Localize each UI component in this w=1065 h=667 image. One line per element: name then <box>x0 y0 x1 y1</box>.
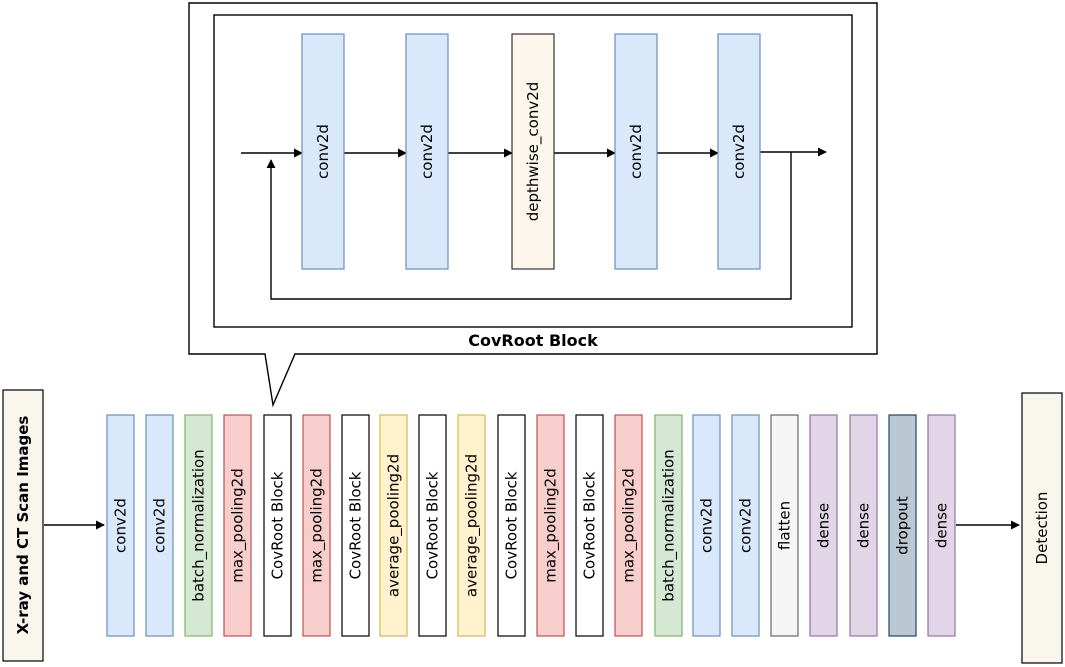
layer-covroot-block-7: CovRoot Block <box>341 414 370 637</box>
covroot-inner-conv2d-5: conv2d <box>717 33 761 270</box>
layer-block-box <box>614 414 643 637</box>
covroot-inner-block-label: depthwise_conv2d <box>524 82 543 222</box>
layer-block-label: dense <box>933 503 951 548</box>
layer-batch-normalization-15: batch_normalization <box>654 414 683 637</box>
covroot-inner-depthwise-conv2d-3: depthwise_conv2d <box>511 33 555 270</box>
covroot-inner-conv2d-1: conv2d <box>301 33 345 270</box>
covroot-skip-connection <box>266 152 792 300</box>
covroot-inner-block-label: conv2d <box>627 124 645 179</box>
layer-block-box <box>184 414 213 637</box>
layer-block-label: max_pooling2d <box>620 468 639 583</box>
layer-block-label: dropout <box>894 496 912 555</box>
layer-block-label: dense <box>855 503 873 548</box>
layer-block-box <box>809 414 838 637</box>
layer-block-label: CovRoot Block <box>347 471 365 579</box>
layer-block-box <box>106 414 135 637</box>
layer-dense-19: dense <box>809 414 838 637</box>
layer-block-box <box>379 414 408 637</box>
input-images-box <box>2 389 44 662</box>
detection-box <box>1021 392 1063 664</box>
layer-conv2d-1: conv2d <box>106 414 135 637</box>
layer-block-box <box>654 414 683 637</box>
covroot-inner-block-label: conv2d <box>730 124 748 179</box>
layer-covroot-block-5: CovRoot Block <box>263 414 292 637</box>
layer-block-box <box>497 414 526 637</box>
covroot-inner-block-box <box>301 33 345 270</box>
layer-average-pooling2d-8: average_pooling2d <box>379 414 408 637</box>
layer-block-label: dense <box>815 503 833 548</box>
layer-block-box <box>457 414 486 637</box>
layer-block-label: average_pooling2d <box>385 454 404 597</box>
covroot-inner-conv2d-4: conv2d <box>614 33 658 270</box>
layer-flatten-18: flatten <box>770 414 799 637</box>
layer-block-label: conv2d <box>737 498 755 553</box>
input-images-label: X-ray and CT Scan Images <box>14 416 32 635</box>
covroot-inner-conv2d-2: conv2d <box>405 33 449 270</box>
layer-block-box <box>888 414 917 637</box>
layer-block-box <box>575 414 604 637</box>
layer-covroot-block-9: CovRoot Block <box>418 414 447 637</box>
layer-block-box <box>731 414 760 637</box>
covroot-inner-block-box <box>511 33 555 270</box>
covroot-inner-block-label: conv2d <box>418 124 436 179</box>
layer-max-pooling2d-6: max_pooling2d <box>302 414 331 637</box>
layer-max-pooling2d-12: max_pooling2d <box>536 414 565 637</box>
layer-block-label: conv2d <box>112 498 130 553</box>
covroot-caption: CovRoot Block <box>468 331 598 350</box>
detection-label: Detection <box>1033 492 1051 565</box>
covroot-inner-block-box <box>405 33 449 270</box>
covroot-inner-block-box <box>717 33 761 270</box>
layer-dense-22: dense <box>927 414 956 637</box>
layer-dropout-21: dropout <box>888 414 917 637</box>
layer-block-box <box>927 414 956 637</box>
covroot-inner-block-label: conv2d <box>314 124 332 179</box>
layer-block-label: conv2d <box>151 498 169 553</box>
layer-block-box <box>145 414 174 637</box>
layer-dense-20: dense <box>849 414 878 637</box>
layer-block-label: flatten <box>776 501 794 550</box>
layer-block-label: CovRoot Block <box>503 471 521 579</box>
layer-average-pooling2d-10: average_pooling2d <box>457 414 486 637</box>
layer-block-box <box>263 414 292 637</box>
layer-block-box <box>302 414 331 637</box>
layer-block-label: batch_normalization <box>190 449 209 601</box>
layer-max-pooling2d-4: max_pooling2d <box>223 414 252 637</box>
layer-block-label: CovRoot Block <box>581 471 599 579</box>
layer-block-label: batch_normalization <box>660 449 679 601</box>
layer-conv2d-2: conv2d <box>145 414 174 637</box>
layer-block-label: conv2d <box>698 498 716 553</box>
layer-block-label: max_pooling2d <box>542 468 561 583</box>
layer-conv2d-16: conv2d <box>692 414 721 637</box>
layer-block-label: average_pooling2d <box>463 454 482 597</box>
layer-block-label: CovRoot Block <box>424 471 442 579</box>
layer-block-box <box>223 414 252 637</box>
layer-batch-normalization-3: batch_normalization <box>184 414 213 637</box>
layer-block-box <box>770 414 799 637</box>
layer-block-box <box>341 414 370 637</box>
layer-max-pooling2d-14: max_pooling2d <box>614 414 643 637</box>
layer-block-box <box>692 414 721 637</box>
layer-block-box <box>418 414 447 637</box>
layer-block-box <box>849 414 878 637</box>
layer-covroot-block-11: CovRoot Block <box>497 414 526 637</box>
layer-conv2d-17: conv2d <box>731 414 760 637</box>
layer-covroot-block-13: CovRoot Block <box>575 414 604 637</box>
layer-block-label: max_pooling2d <box>229 468 248 583</box>
layer-block-box <box>536 414 565 637</box>
layer-block-label: max_pooling2d <box>308 468 327 583</box>
covroot-inner-block-box <box>614 33 658 270</box>
layer-block-label: CovRoot Block <box>269 471 287 579</box>
